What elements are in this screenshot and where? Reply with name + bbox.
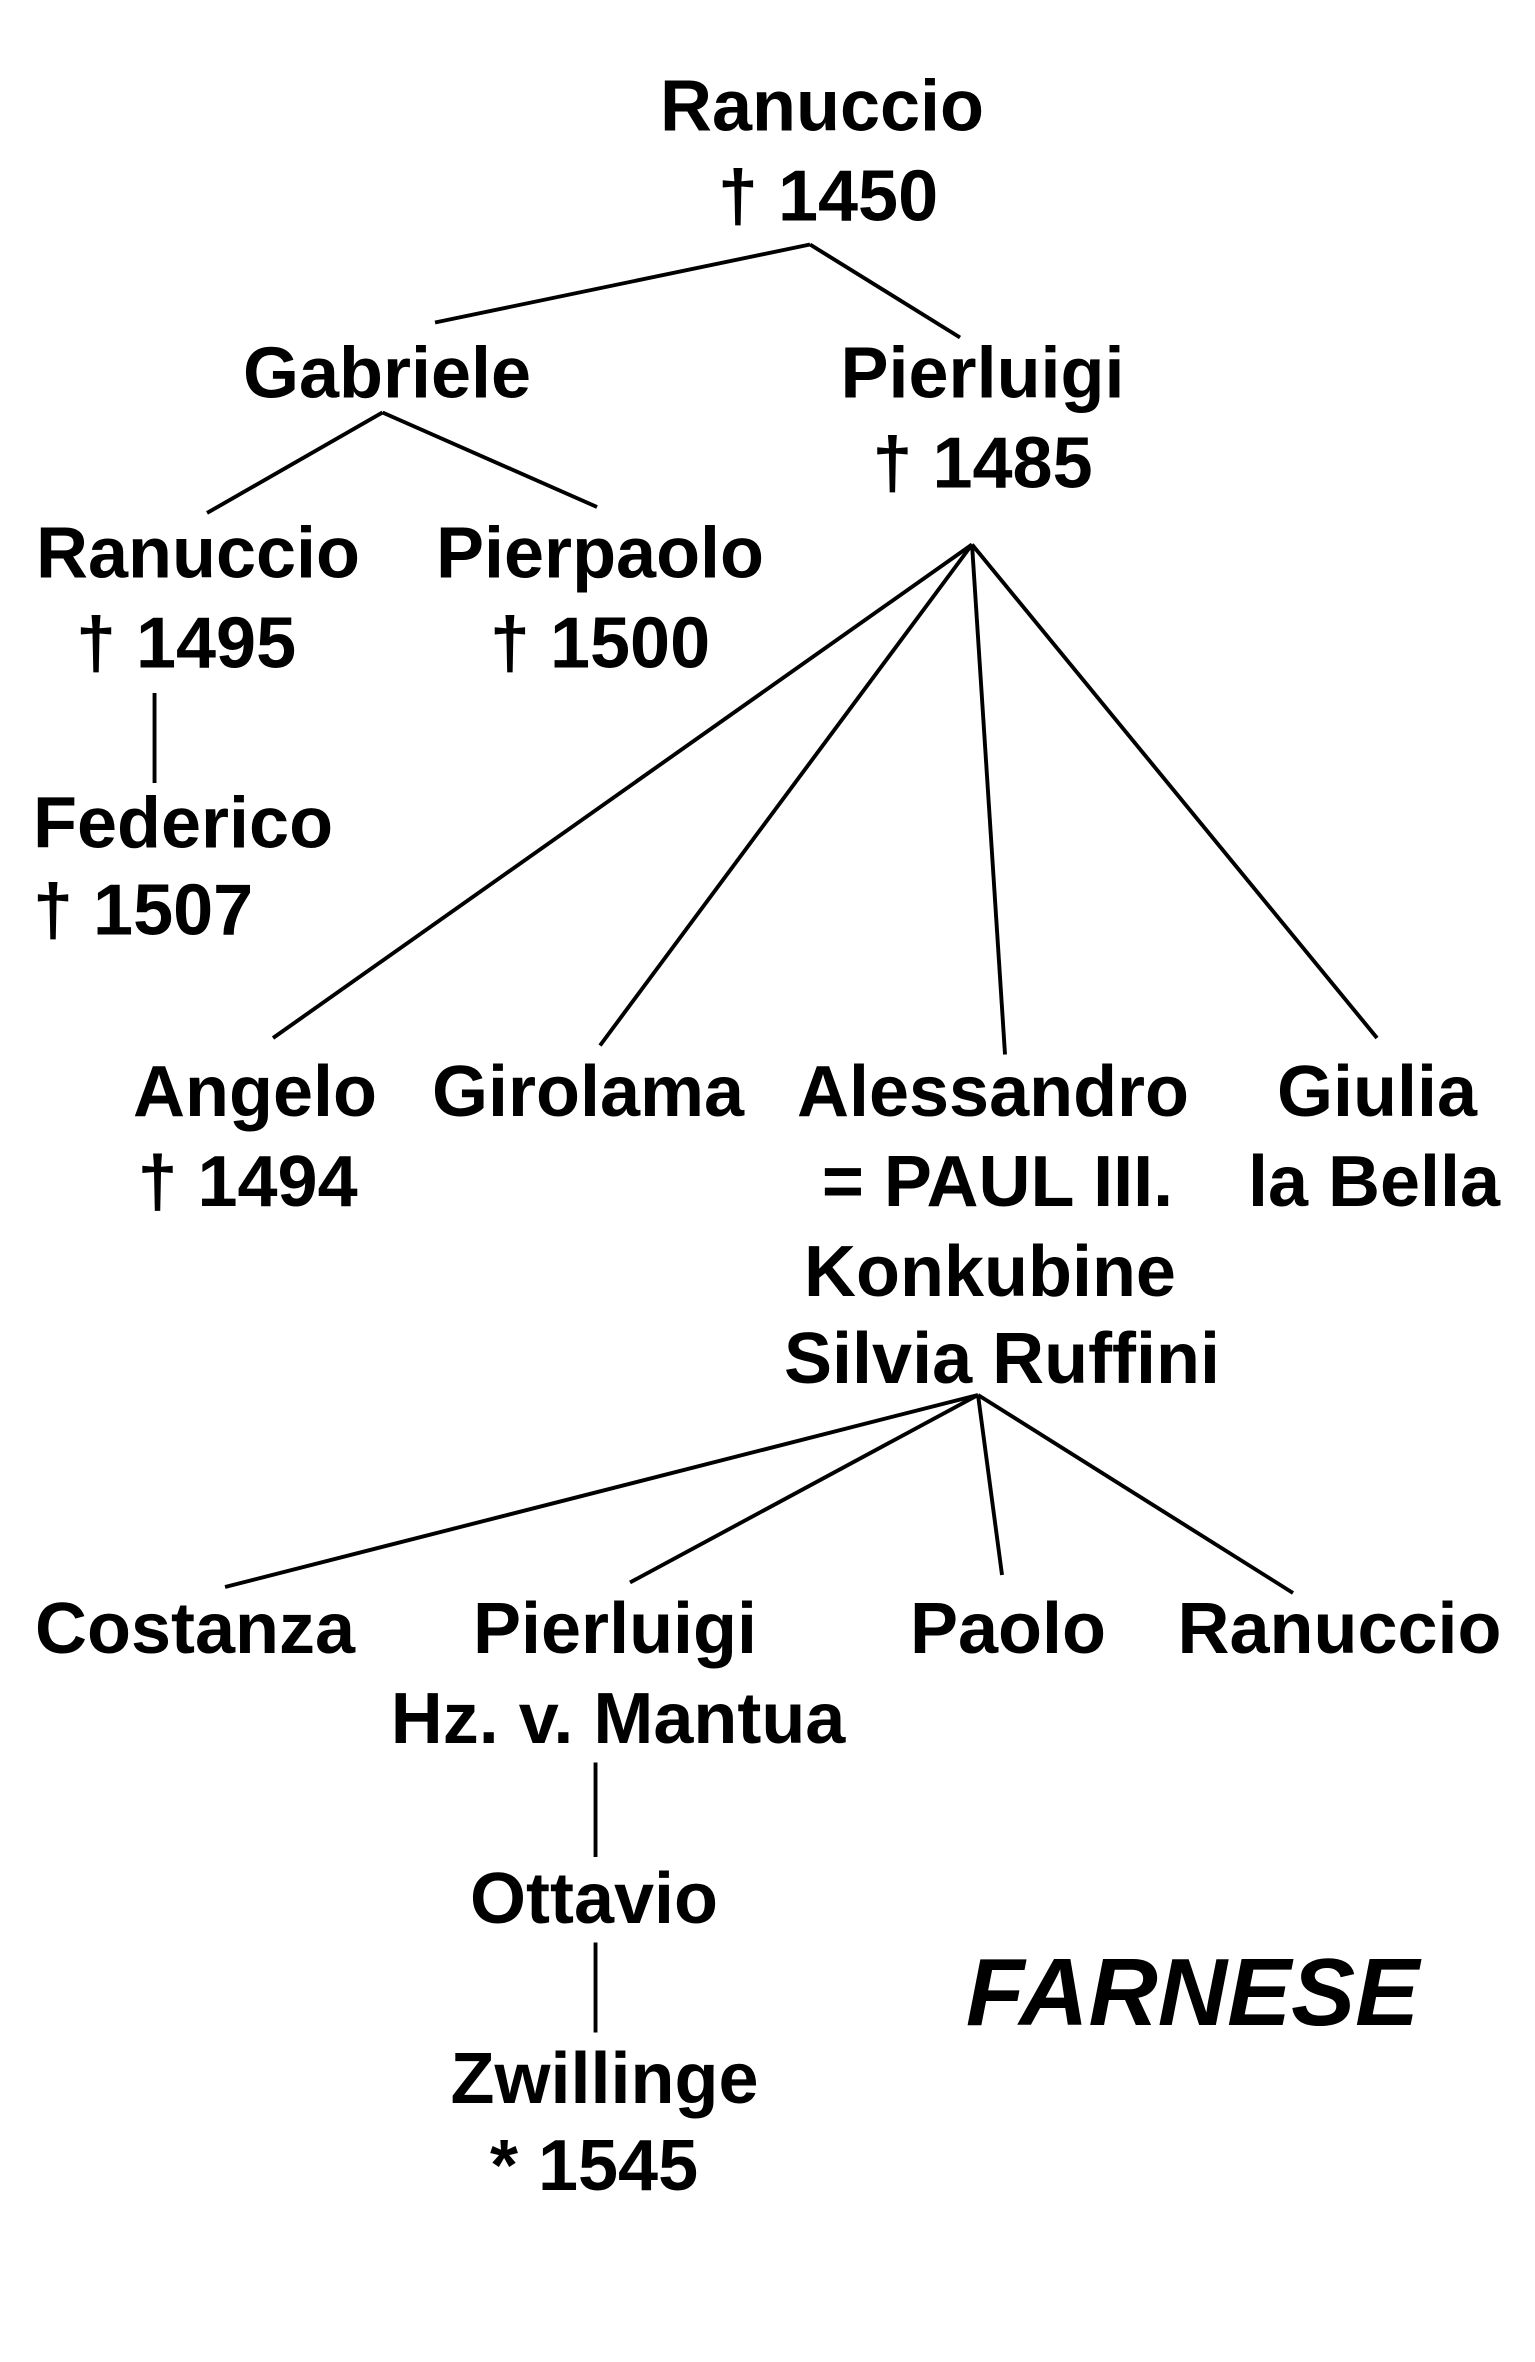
node-birth: * 1545: [490, 2126, 698, 2206]
diagram-title: FARNESE: [966, 1939, 1422, 2046]
node-note: Konkubine: [804, 1232, 1176, 1312]
node-gabriele: Gabriele: [243, 333, 531, 413]
node-title: = PAUL III.: [822, 1142, 1173, 1222]
node-death: † 1494: [137, 1142, 357, 1222]
edge-alessandro-paolo: [976, 1394, 1004, 1576]
node-paolo: Paolo: [910, 1589, 1106, 1669]
node-name: Gabriele: [243, 333, 531, 413]
node-death: † 1495: [76, 603, 296, 683]
edge-alessandro-ranuccio: [976, 1393, 1295, 1595]
node-federico: Federico † 1507: [33, 783, 333, 950]
node-ranuccio-jr: Ranuccio: [1178, 1589, 1502, 1669]
node-name: Pierpaolo: [436, 513, 764, 593]
node-zwillinge: Zwillinge * 1545: [451, 2039, 759, 2206]
node-angelo: Angelo † 1494: [133, 1052, 377, 1222]
node-name: Ranuccio: [1178, 1589, 1502, 1669]
node-name: Zwillinge: [451, 2039, 759, 2119]
edge-alessandro-pierluigi: [629, 1393, 979, 1585]
node-name: Pierluigi: [473, 1589, 757, 1669]
node-name: Ranuccio: [36, 513, 360, 593]
node-ranuccio-1450: Ranuccio † 1450: [660, 66, 984, 236]
node-death: † 1485: [872, 423, 1092, 503]
node-alessandro: Alessandro = PAUL III. Konkubine Silvia …: [784, 1052, 1220, 1399]
node-ottavio: Ottavio: [470, 1859, 718, 1939]
edge-alessandro-costanza: [224, 1393, 979, 1589]
node-costanza: Costanza: [35, 1589, 356, 1669]
node-epithet: la Bella: [1248, 1142, 1501, 1222]
node-ranuccio-1495: Ranuccio † 1495: [36, 513, 360, 683]
connector-lines: [152, 242, 1379, 2033]
edge-gabriele-pierpaolo: [381, 410, 598, 509]
node-name: Alessandro: [797, 1052, 1189, 1132]
edge-pierluigi-alessandro: [970, 544, 1007, 1055]
node-name: Costanza: [35, 1589, 356, 1669]
edge-ranuccio-pierluigi: [808, 242, 962, 340]
node-death: † 1507: [33, 870, 253, 950]
node-pierluigi-mantua: Pierluigi Hz. v. Mantua: [391, 1589, 847, 1759]
edge-pierluigi-girolama: [598, 543, 974, 1047]
node-note: Silvia Ruffini: [784, 1319, 1220, 1399]
node-death: † 1450: [718, 156, 938, 236]
node-name: Pierluigi: [841, 333, 1125, 413]
node-giulia: Giulia la Bella: [1248, 1052, 1501, 1222]
edge-pierluigi-angelo: [271, 542, 974, 1040]
node-name: Federico: [33, 783, 333, 863]
node-girolama: Girolama: [432, 1052, 745, 1132]
node-name: Paolo: [910, 1589, 1106, 1669]
node-name: Ottavio: [470, 1859, 718, 1939]
node-name: Girolama: [432, 1052, 745, 1132]
node-title: Hz. v. Mantua: [391, 1679, 847, 1759]
node-pierpaolo: Pierpaolo † 1500: [436, 513, 764, 683]
edge-pierluigi-giulia: [970, 543, 1379, 1040]
node-death: † 1500: [490, 603, 710, 683]
node-pierluigi-1485: Pierluigi † 1485: [841, 333, 1125, 503]
edge-ranuccio-gabriele: [434, 242, 811, 325]
node-name: Ranuccio: [660, 66, 984, 146]
edge-gabriele-ranuccio: [206, 410, 384, 515]
node-name: Angelo: [133, 1052, 377, 1132]
node-name: Giulia: [1277, 1052, 1478, 1132]
